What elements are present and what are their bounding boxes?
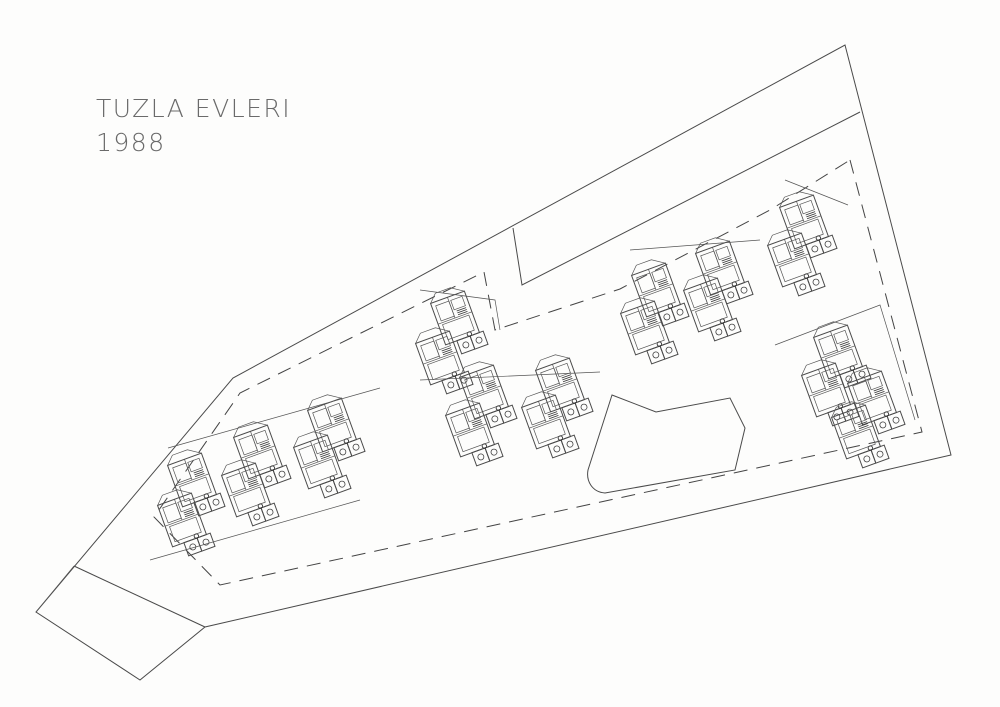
house-cluster-3 bbox=[419, 348, 601, 471]
house-cluster-4 bbox=[617, 231, 761, 369]
site-boundary bbox=[35, 44, 952, 681]
inner-parcel-line bbox=[512, 111, 861, 286]
drawing-title: TUZLA EVLERI bbox=[96, 94, 292, 123]
road-edge-upper bbox=[73, 565, 206, 628]
house-cluster-2 bbox=[412, 281, 501, 399]
house-cluster-6 bbox=[774, 304, 916, 473]
setback-line bbox=[153, 159, 923, 586]
house-cluster-1 bbox=[149, 387, 381, 561]
open-area bbox=[587, 394, 746, 494]
house-cluster-5 bbox=[764, 179, 849, 301]
drawing-year: 1988 bbox=[96, 128, 166, 157]
title-block: TUZLA EVLERI 1988 bbox=[96, 92, 291, 160]
road-edge-inner bbox=[35, 565, 75, 613]
